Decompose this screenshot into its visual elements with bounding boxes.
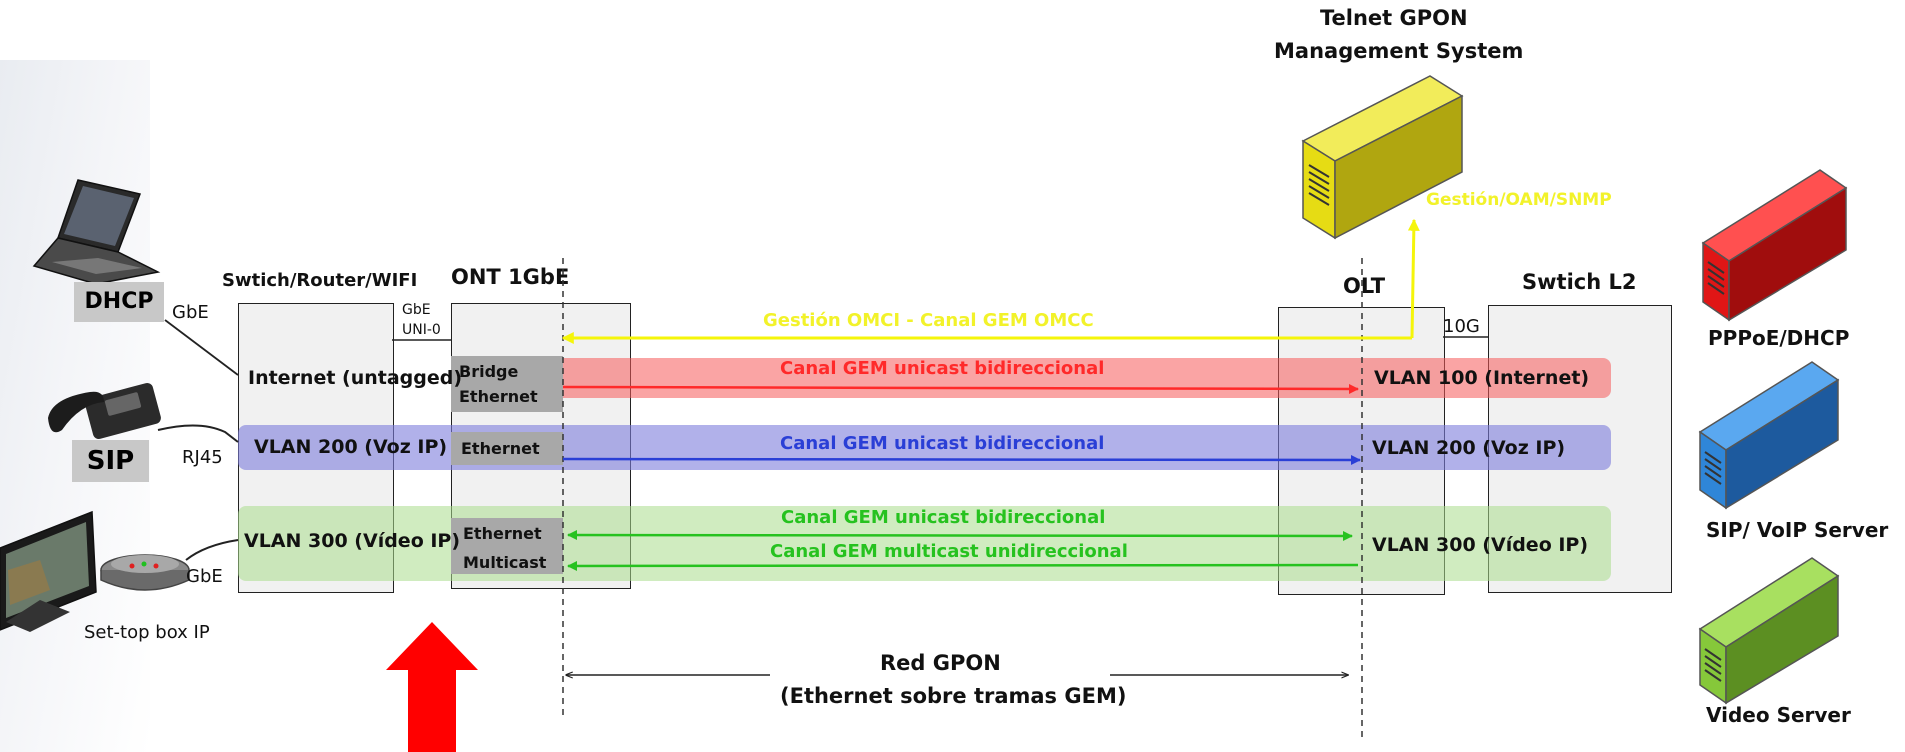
dhcp-label: DHCP xyxy=(74,282,164,322)
pppoe-server-label: PPPoE/DHCP xyxy=(1708,326,1850,350)
pppoe-server-icon xyxy=(1701,169,1848,322)
phone-port-label: RJ45 xyxy=(182,447,223,468)
sip-label: SIP xyxy=(72,440,149,482)
video-unicast-label: Canal GEM unicast bidireccional xyxy=(781,507,1106,528)
pc-connection-line xyxy=(164,319,239,376)
olt-port-label: 10G xyxy=(1443,316,1480,337)
voice-channel-label: Canal GEM unicast bidireccional xyxy=(780,433,1105,454)
internet-channel-label: Canal GEM unicast bidireccional xyxy=(780,358,1105,379)
phone-icon xyxy=(48,383,239,443)
set-top-box-icon xyxy=(100,539,239,591)
bridge-line2: Ethernet xyxy=(459,387,538,406)
ont-port-line1: GbE xyxy=(402,302,431,318)
nms-title-line1: Telnet GPON xyxy=(1320,6,1468,30)
olt-title: OLT xyxy=(1343,274,1386,298)
switch-row-internet: Internet (untagged) xyxy=(248,367,463,389)
ethernet2-label: Ethernet xyxy=(463,524,542,543)
ethernet-block: Ethernet xyxy=(451,432,563,465)
ethernet-label: Ethernet xyxy=(461,439,540,458)
bridge-line1: Bridge xyxy=(459,362,519,381)
network-label-line2: (Ethernet sobre tramas GEM) xyxy=(780,684,1127,708)
video-unicast-arrow xyxy=(567,530,1353,541)
internet-arrow xyxy=(562,383,1359,394)
sip-server-label: SIP/ VoIP Server xyxy=(1706,518,1889,542)
video-server-label: Video Server xyxy=(1706,703,1851,727)
ont-port-line2: UNI-0 xyxy=(402,322,441,338)
bridge-ethernet-block: Bridge Ethernet xyxy=(451,356,563,412)
video-multicast-label: Canal GEM multicast unidireccional xyxy=(770,541,1128,562)
olt-vlan300: VLAN 300 (Vídeo IP) xyxy=(1372,534,1589,556)
nms-title-line2: Management System xyxy=(1274,39,1524,63)
stb-label: Set-top box IP xyxy=(84,622,210,643)
nms-link-label: Gestión/OAM/SNMP xyxy=(1426,190,1612,210)
multicast-label: Multicast xyxy=(463,553,547,572)
sip-server-icon xyxy=(1698,361,1840,510)
red-up-arrow-icon xyxy=(386,622,478,752)
tv-icon xyxy=(0,510,97,632)
voice-arrow xyxy=(562,454,1361,465)
switch-row-voice: VLAN 200 (Voz IP) xyxy=(254,436,448,458)
ont-title: ONT 1GbE xyxy=(451,265,570,289)
olt-vlan100: VLAN 100 (Internet) xyxy=(1374,367,1590,389)
omci-channel-label: Gestión OMCI - Canal GEM OMCC xyxy=(763,310,1094,331)
ethernet-multicast-block: Ethernet Multicast xyxy=(451,518,563,574)
nms-server-icon xyxy=(1301,75,1464,240)
switch-row-video: VLAN 300 (Vídeo IP) xyxy=(244,530,461,552)
olt-vlan200: VLAN 200 (Voz IP) xyxy=(1372,437,1566,459)
pc-port-label: GbE xyxy=(172,302,209,323)
video-server-icon xyxy=(1698,557,1840,705)
switch-l2-title: Swtich L2 xyxy=(1522,270,1637,294)
network-label-line1: Red GPON xyxy=(880,651,1001,675)
switch-router-title: Swtich/Router/WIFI xyxy=(222,270,418,291)
internet-band xyxy=(533,358,1611,398)
laptop-icon xyxy=(32,179,161,285)
video-multicast-arrow xyxy=(567,560,1359,571)
nms-link-arrow xyxy=(1407,218,1420,339)
stb-port-label: GbE xyxy=(186,566,223,587)
